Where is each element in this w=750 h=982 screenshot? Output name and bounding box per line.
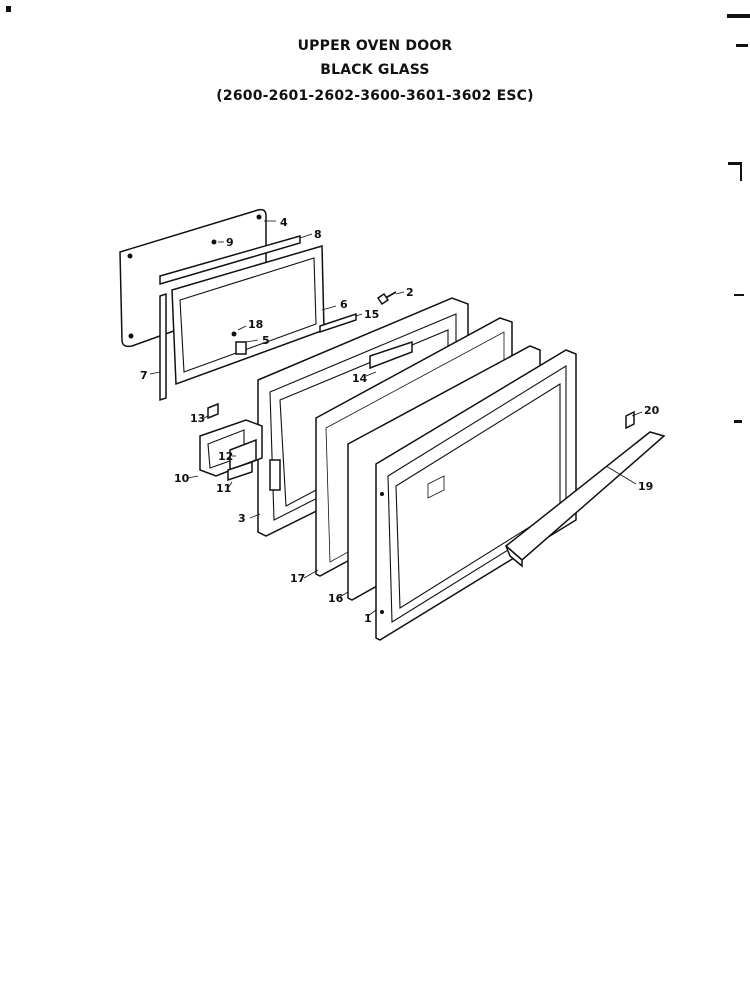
page-edge-mark [6,6,11,12]
leader-lines [149,220,643,617]
part-9-screw [211,239,217,245]
part-20-clip [625,410,635,430]
callout-8: 8 [314,228,322,241]
page-edge-mark [736,44,748,47]
callout-13: 13 [190,412,205,425]
callout-17: 17 [290,572,305,585]
part-11-bracket [227,460,253,482]
part-6-strip [319,312,357,334]
callout-16: 16 [328,592,344,605]
callout-3: 3 [238,512,246,525]
callout-6: 6 [340,298,348,311]
part-5-bracket [235,341,247,355]
callout-1: 1 [364,612,372,625]
part-2-screw [376,291,397,306]
part-18-screw [231,331,237,337]
page-edge-mark [734,294,744,296]
callout-18: 18 [248,318,263,331]
page-edge-mark [734,420,742,423]
callout-9: 9 [226,236,234,249]
callout-12: 12 [218,450,233,463]
diagram-title: UPPER OVEN DOOR [297,38,453,54]
part-8-strip [159,235,301,286]
part-14-bracket [369,340,413,370]
callout-10: 10 [174,472,190,485]
callout-14: 14 [352,372,368,385]
callout-2: 2 [406,286,414,299]
callout-7: 7 [140,369,148,382]
part-13-clip [207,402,219,420]
callout-4: 4 [280,216,288,229]
page-edge-mark [727,14,750,18]
callout-15: 15 [364,308,379,321]
callout-5: 5 [262,334,270,347]
diagram-subtitle: BLACK GLASS [320,62,430,78]
callout-11: 11 [216,482,231,495]
page-edge-mark [740,165,742,181]
part-19-handle [504,431,666,568]
page-edge-mark [728,162,742,165]
model-numbers: (2600-2601-2602-3600-3601-3602 ESC) [216,88,534,104]
callout-19: 19 [638,480,653,493]
callout-20: 20 [644,404,660,417]
